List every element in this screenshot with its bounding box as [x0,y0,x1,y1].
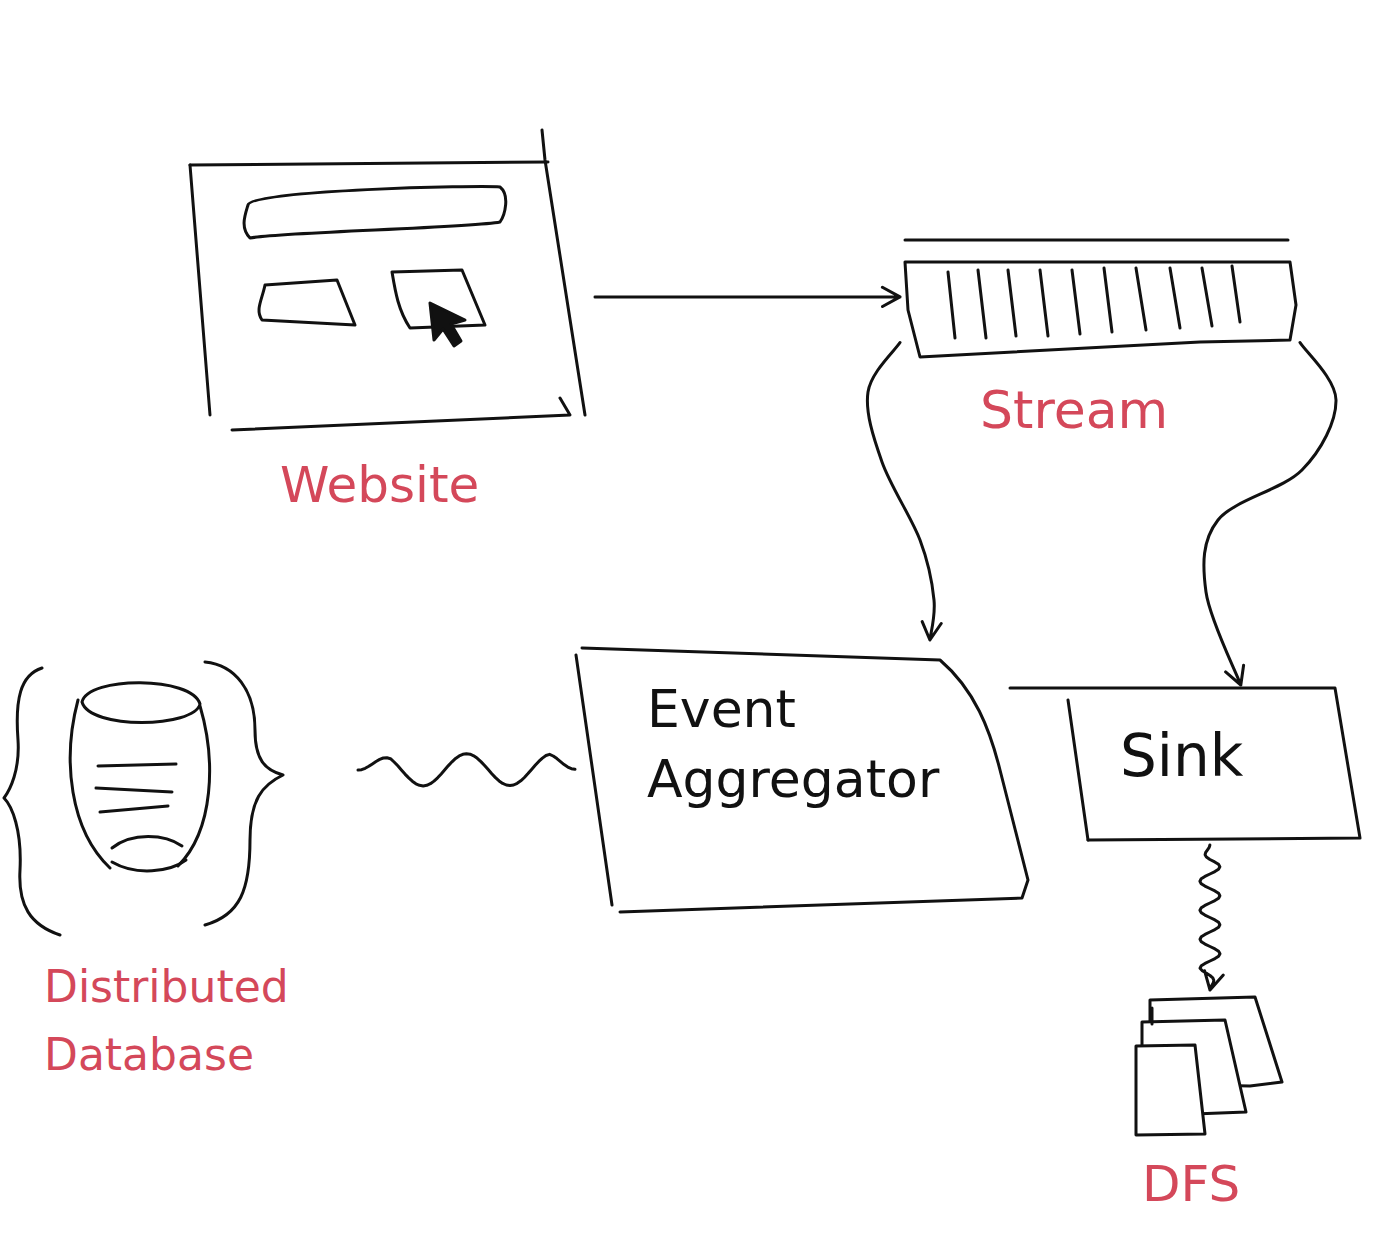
process-box: Sink [1010,685,1365,845]
flow-arrow [595,287,900,306]
website-node: Website [185,125,595,525]
flow-arrow [1204,343,1336,686]
wavy-connector [358,754,575,786]
left-brace [4,668,60,935]
box-label: Event Aggregator [647,674,1007,814]
database-node: Distributed Database [8,655,358,1145]
queue-slot [1170,268,1180,328]
cylinder-line [96,788,172,792]
website-panel [259,280,355,325]
cylinder-side [178,706,210,866]
node-label: Distributed Database [44,953,356,1089]
website-frame [190,162,548,165]
sink-frame [1068,700,1088,840]
database-illustration [4,662,283,935]
stream-node: Stream [900,235,1300,450]
aggregator-outline [576,648,1028,912]
flow-arrow [867,343,941,641]
queue-slot [978,270,986,338]
queue-slot [1104,268,1112,332]
sink-frame [1010,688,1360,840]
right-brace [205,662,283,925]
cylinder-line [98,764,176,766]
dfs-illustration [1136,997,1282,1135]
queue-slot [1136,268,1146,330]
queue-frame [905,239,1288,242]
wavy-connector [1200,845,1223,990]
cylinder-top [82,683,200,723]
process-box: Event Aggregator [575,640,1030,915]
file-page [1136,1045,1205,1135]
file-mark [1151,1008,1154,1024]
website-frame [190,165,210,415]
queue-slot [1072,270,1080,334]
cylinder-line [100,806,168,812]
sink-outline [1010,688,1360,840]
website-banner [244,187,506,238]
aggregator-frame [576,655,612,905]
queue-slot [1040,270,1048,336]
cylinder-side [70,700,110,868]
queue-frame [905,262,1296,357]
storage-node: DFS [1128,990,1293,1225]
aggregator-frame [582,648,1028,912]
queue-slot [1008,270,1016,336]
mouse-cursor [430,303,465,346]
queue-slot [1202,268,1212,326]
cylinder-bottom [112,837,182,849]
cylinder-bottom [112,860,186,871]
node-label: DFS [1142,1152,1292,1217]
stream-illustration [905,240,1296,357]
queue-slot [948,272,955,338]
website-illustration [190,130,585,430]
website-frame [542,130,585,415]
queue-slot [1232,266,1240,322]
box-label: Sink [1120,719,1340,794]
node-label: Stream [980,377,1280,445]
node-label: Website [280,453,580,518]
website-frame [232,398,570,430]
